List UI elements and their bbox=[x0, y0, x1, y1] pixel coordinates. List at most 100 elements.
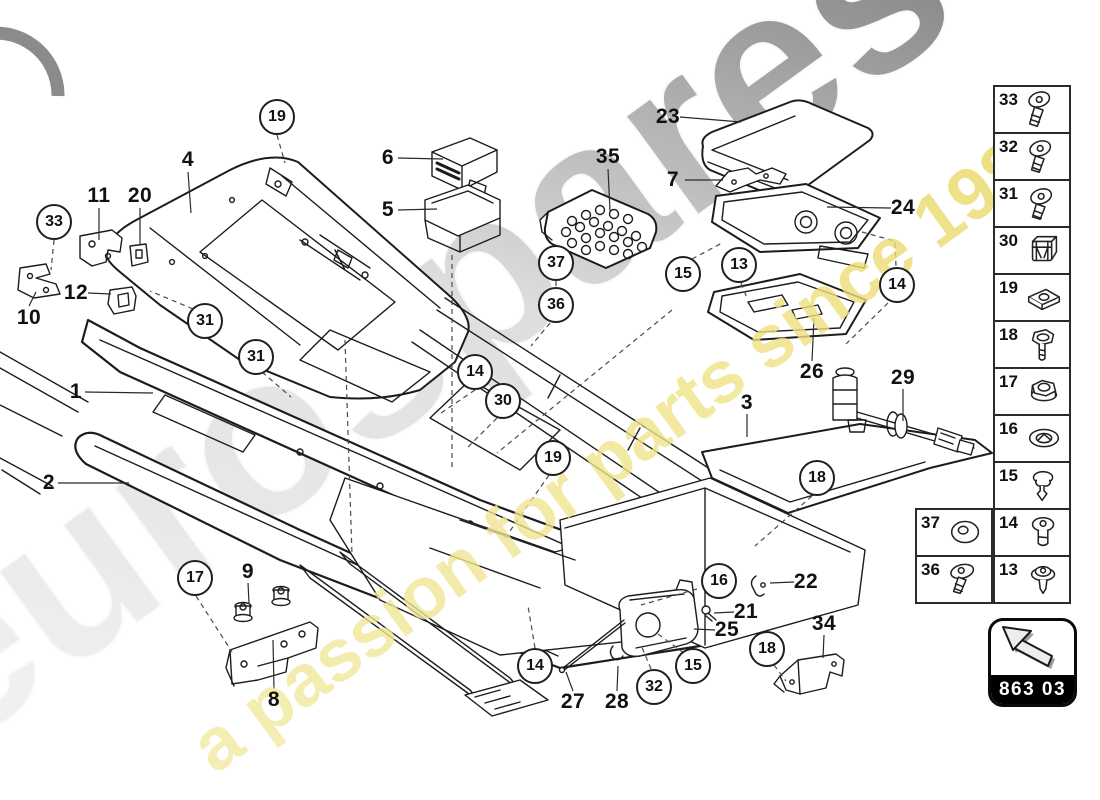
callout-label-22[interactable]: 22 bbox=[793, 570, 819, 593]
callout-label-28[interactable]: 28 bbox=[604, 690, 630, 713]
round-head-screw-icon bbox=[1021, 512, 1067, 554]
callout-circle-15[interactable]: 15 bbox=[665, 256, 701, 292]
part-5-tray bbox=[424, 184, 501, 253]
part-7-hinge bbox=[715, 167, 787, 193]
part-9-flange-nuts bbox=[233, 585, 291, 623]
callout-circle-32[interactable]: 32 bbox=[636, 669, 672, 705]
callout-circle-15[interactable]: 15 bbox=[675, 648, 711, 684]
callout-label-12[interactable]: 12 bbox=[63, 281, 89, 304]
callout-circle-30[interactable]: 30 bbox=[485, 383, 521, 419]
legend-item-number: 16 bbox=[999, 419, 1018, 438]
part-35-rubber-mat bbox=[539, 189, 658, 269]
callout-circle-16[interactable]: 16 bbox=[701, 563, 737, 599]
callout-circle-14[interactable]: 14 bbox=[457, 354, 493, 390]
callout-circle-18[interactable]: 18 bbox=[749, 631, 785, 667]
legend-item-13[interactable]: 13 bbox=[995, 557, 1069, 602]
callout-circle-17[interactable]: 17 bbox=[177, 560, 213, 596]
flange-nut-icon bbox=[1021, 371, 1067, 413]
legend-item-14[interactable]: 14 bbox=[995, 510, 1069, 557]
callout-label-27[interactable]: 27 bbox=[560, 690, 586, 713]
callout-circle-18[interactable]: 18 bbox=[799, 460, 835, 496]
watermark-letter-fragment bbox=[0, 26, 65, 97]
callout-label-11[interactable]: 11 bbox=[87, 184, 111, 207]
legend-item-15[interactable]: 15 bbox=[995, 463, 1069, 510]
callout-circle-14[interactable]: 14 bbox=[517, 648, 553, 684]
callout-label-20[interactable]: 20 bbox=[127, 184, 153, 207]
part-12-clip bbox=[107, 286, 137, 315]
callout-label-8[interactable]: 8 bbox=[267, 688, 281, 711]
callout-label-26[interactable]: 26 bbox=[799, 360, 825, 383]
part-11-bracket bbox=[79, 229, 123, 267]
legend-item-19[interactable]: 19 bbox=[995, 275, 1069, 322]
legend-item-17[interactable]: 17 bbox=[995, 369, 1069, 416]
cage-clip-icon bbox=[1021, 230, 1067, 272]
legend-item-36[interactable]: 36 bbox=[917, 557, 991, 602]
callout-label-29[interactable]: 29 bbox=[890, 366, 916, 389]
part-34-bracket bbox=[773, 653, 845, 695]
callout-label-2[interactable]: 2 bbox=[42, 471, 56, 494]
callout-label-7[interactable]: 7 bbox=[666, 168, 680, 191]
callout-label-10[interactable]: 10 bbox=[16, 306, 42, 329]
callout-label-34[interactable]: 34 bbox=[811, 612, 837, 635]
part-26-tray bbox=[707, 273, 867, 341]
callout-label-24[interactable]: 24 bbox=[890, 196, 916, 219]
legend-item-16[interactable]: 16 bbox=[995, 416, 1069, 463]
legend-item-number: 14 bbox=[999, 513, 1018, 532]
part-24-cupholder-tray bbox=[711, 183, 881, 269]
legend-item-number: 31 bbox=[999, 184, 1018, 203]
legend-item-number: 17 bbox=[999, 372, 1018, 391]
legend-column-right: 33 32 31 30 19 18 17 16 15 14 13 bbox=[993, 85, 1071, 604]
callout-circle-19[interactable]: 19 bbox=[259, 99, 295, 135]
legend-item-30[interactable]: 30 bbox=[995, 228, 1069, 275]
legend-item-31[interactable]: 31 bbox=[995, 181, 1069, 228]
callout-circle-13[interactable]: 13 bbox=[721, 247, 757, 283]
tunnel-rails bbox=[411, 297, 765, 533]
callout-label-25[interactable]: 25 bbox=[714, 618, 740, 641]
legend-item-number: 18 bbox=[999, 325, 1018, 344]
callout-label-1[interactable]: 1 bbox=[69, 380, 83, 403]
leader-lines-dashed bbox=[50, 134, 897, 682]
leader-lines-solid bbox=[28, 116, 904, 692]
legend-item-37[interactable]: 37 bbox=[917, 510, 991, 557]
callout-label-23[interactable]: 23 bbox=[655, 105, 681, 128]
part-29-power-socket-cable bbox=[832, 367, 975, 456]
push-clip-icon bbox=[1021, 465, 1067, 507]
legend-item-18[interactable]: 18 bbox=[995, 322, 1069, 369]
legend-item-number: 32 bbox=[999, 137, 1018, 156]
part-27-rod bbox=[558, 619, 626, 674]
torx-screw-short-icon bbox=[1021, 183, 1067, 225]
callout-label-21[interactable]: 21 bbox=[733, 600, 759, 623]
part-22-latch-lever bbox=[750, 575, 766, 597]
section-code: 863 03 bbox=[991, 675, 1074, 704]
callout-circle-19[interactable]: 19 bbox=[535, 440, 571, 476]
legend-item-number: 33 bbox=[999, 90, 1018, 109]
callout-label-3[interactable]: 3 bbox=[740, 391, 754, 414]
oval-head-screw-icon bbox=[943, 559, 989, 601]
callout-circle-31[interactable]: 31 bbox=[238, 339, 274, 375]
legend-item-33[interactable]: 33 bbox=[995, 87, 1069, 134]
part-10-bracket bbox=[17, 263, 61, 299]
legend-item-32[interactable]: 32 bbox=[995, 134, 1069, 181]
flat-clip-nut-icon bbox=[1021, 277, 1067, 319]
callout-label-5[interactable]: 5 bbox=[381, 198, 395, 221]
callout-label-35[interactable]: 35 bbox=[595, 145, 621, 168]
legend-item-number: 30 bbox=[999, 231, 1018, 250]
torx-screw-long-icon bbox=[1021, 89, 1067, 131]
part-4-console-frame bbox=[104, 156, 470, 403]
trim-washer-icon bbox=[1021, 418, 1067, 460]
legend-item-number: 19 bbox=[999, 278, 1018, 297]
part-20-clip bbox=[129, 243, 149, 267]
callout-circle-31[interactable]: 31 bbox=[187, 303, 223, 339]
callout-label-4[interactable]: 4 bbox=[181, 148, 195, 171]
grommet-icon bbox=[943, 512, 989, 554]
callout-label-6[interactable]: 6 bbox=[381, 146, 395, 169]
callout-circle-37[interactable]: 37 bbox=[538, 245, 574, 281]
legend-item-number: 15 bbox=[999, 466, 1018, 485]
callout-circle-36[interactable]: 36 bbox=[538, 287, 574, 323]
callout-label-9[interactable]: 9 bbox=[241, 560, 255, 583]
callout-circle-33[interactable]: 33 bbox=[36, 204, 72, 240]
callout-circle-14[interactable]: 14 bbox=[879, 267, 915, 303]
legend-item-number: 36 bbox=[921, 560, 940, 579]
